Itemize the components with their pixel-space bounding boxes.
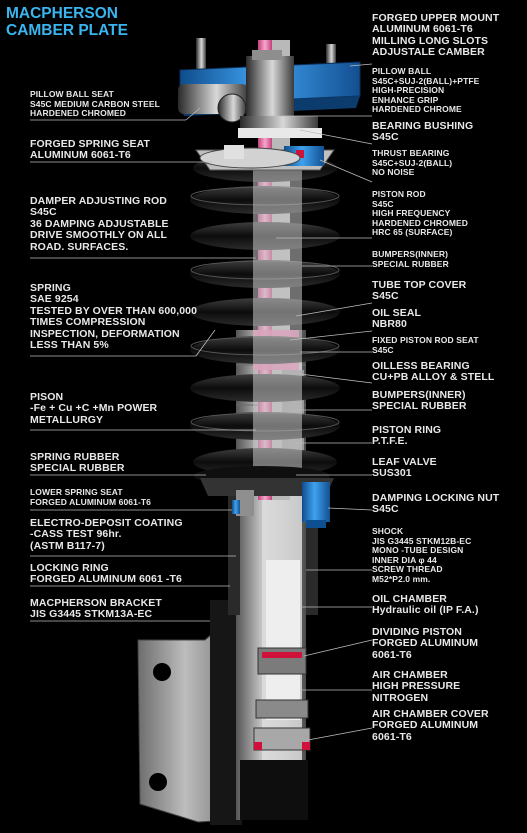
label-damper-adjusting-rod: DAMPER ADJUSTING ROD S45C 36 DAMPING ADJ… bbox=[30, 195, 169, 253]
label-tube-top-cover: TUBE TOP COVER S45C bbox=[372, 279, 467, 303]
leader-lines-left bbox=[30, 107, 256, 622]
bracket-bolt-hole-bottom bbox=[149, 773, 167, 791]
coil-spring bbox=[190, 150, 340, 480]
label-macpherson-bracket: MACPHERSON BRACKET JIS G3445 STKM13A-EC bbox=[30, 597, 162, 621]
diagram-title: MACPHERSON CAMBER PLATE bbox=[6, 5, 128, 39]
label-bumpers-inner-1: BUMPERS(INNER) SPECIAL RUBBER bbox=[372, 249, 449, 269]
label-pison: PISON -Fe + Cu +C +Mn POWER METALLURGY bbox=[30, 391, 158, 426]
label-shock: SHOCK JIS G3445 STKM12B-EC MONO -TUBE DE… bbox=[372, 526, 472, 584]
label-oilless-bearing: OILLESS BEARING CU+PB ALLOY & STELL bbox=[372, 360, 495, 384]
label-leaf-valve: LEAF VALVE SUS301 bbox=[372, 456, 437, 480]
label-locking-ring: LOCKING RING FORGED ALUMINUM 6061 -T6 bbox=[30, 562, 182, 586]
label-fixed-piston-rod-seat: FIXED PISTON ROD SEAT S45C bbox=[372, 335, 479, 355]
label-bearing-bushing: BEARING BUSHING S45C bbox=[372, 120, 474, 144]
label-thrust-bearing: THRUST BEARING S45C+SUJ-2(BALL) NO NOISE bbox=[372, 148, 453, 178]
macpherson-bracket-shape bbox=[137, 600, 242, 825]
label-electro-deposit-coating: ELECTRO-DEPOSIT COATING -CASS TEST 96hr.… bbox=[30, 517, 183, 552]
label-forged-upper-mount: FORGED UPPER MOUNT ALUMINUM 6061-T6 MILL… bbox=[372, 12, 500, 59]
label-pillow-ball: PILLOW BALL S45C+SUJ-2(BALL)+PTFE HIGH-P… bbox=[372, 66, 480, 115]
label-spring: SPRING SAE 9254 TESTED BY OVER THAN 600,… bbox=[30, 282, 198, 352]
label-forged-spring-seat: FORGED SPRING SEAT ALUMINUM 6061-T6 bbox=[30, 138, 151, 162]
label-oil-chamber: OIL CHAMBER Hydraulic oil (IP F.A.) bbox=[372, 593, 479, 617]
label-piston-rod: PISTON ROD S45C HIGH FREQUENCY HARDENED … bbox=[372, 189, 469, 238]
label-oil-seal: OIL SEAL NBR80 bbox=[372, 307, 422, 331]
label-piston-ring: PISTON RING P.T.F.E. bbox=[372, 424, 442, 448]
upper-mount bbox=[178, 38, 361, 171]
label-damping-locking-nut: DAMPING LOCKING NUT S45C bbox=[372, 492, 500, 516]
label-air-chamber-cover: AIR CHAMBER COVER FORGED ALUMINUM 6061-T… bbox=[372, 708, 489, 743]
label-lower-spring-seat: LOWER SPRING SEAT FORGED ALUMINUM 6061-T… bbox=[30, 487, 151, 507]
bracket-bolt-hole-top bbox=[153, 663, 171, 681]
label-pillow-ball-seat: PILLOW BALL SEAT S45C MEDIUM CARBON STEE… bbox=[30, 89, 160, 119]
leader-lines-right bbox=[268, 63, 373, 741]
label-spring-rubber: SPRING RUBBER SPECIAL RUBBER bbox=[30, 451, 125, 475]
label-bumpers-inner-2: BUMPERS(INNER) SPECIAL RUBBER bbox=[372, 389, 467, 413]
lower-spring-seat-shape bbox=[194, 466, 334, 528]
label-dividing-piston: DIVIDING PISTON FORGED ALUMINUM 6061-T6 bbox=[372, 626, 479, 661]
label-air-chamber: AIR CHAMBER HIGH PRESSURE NITROGEN bbox=[372, 669, 461, 704]
